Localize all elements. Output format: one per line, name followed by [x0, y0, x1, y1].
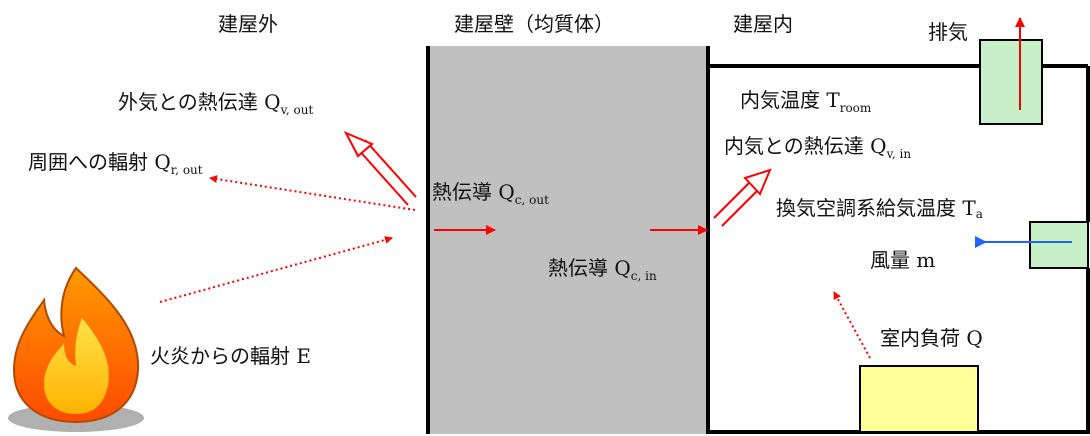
- ambient-radiation-arrow: [209, 175, 416, 211]
- indoor-convection-label: 内気との熱伝達 Qv, in: [724, 134, 912, 161]
- indoor-convection-arrow: [713, 168, 772, 227]
- header-wall: 建屋壁（均質体）: [454, 12, 614, 36]
- exhaust-label: 排気: [928, 20, 968, 44]
- supply-duct: [1029, 221, 1089, 269]
- ambient-radiation-label: 周囲への輻射 Qr, out: [28, 150, 203, 177]
- header-inside: 建屋内: [733, 12, 793, 36]
- flame-icon: [8, 266, 144, 432]
- flame-radiation-label: 火炎からの輻射 E: [150, 344, 311, 368]
- room-temperature-label: 内気温度 Troom: [740, 88, 872, 115]
- conduction-in-label: 熱伝導 Qc, in: [548, 256, 657, 283]
- airflow-label: 風量 m: [870, 248, 936, 272]
- flame-radiation-arrow: [159, 236, 393, 303]
- header-outside: 建屋外: [218, 12, 278, 36]
- exhaust-duct: [979, 39, 1043, 125]
- conduction-out-label: 熱伝導 Qc, out: [432, 180, 549, 207]
- internal-load-label: 室内負荷 Q: [880, 326, 983, 350]
- supply-temperature-label: 換気空調系給気温度 Ta: [776, 196, 983, 221]
- building-wall: [428, 46, 708, 434]
- internal-load-box: [859, 365, 979, 433]
- internal-load-arrow: [833, 291, 871, 359]
- outdoor-convection-arrow: [343, 130, 417, 206]
- outdoor-convection-label: 外気との熱伝達 Qv, out: [118, 90, 314, 117]
